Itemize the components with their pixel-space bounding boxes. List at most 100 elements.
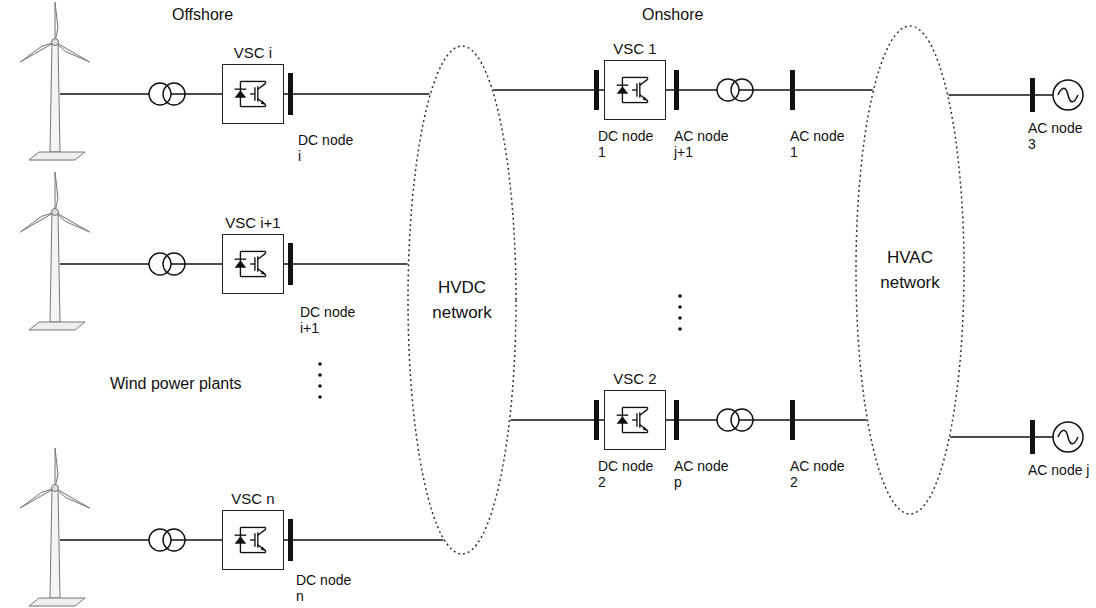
- transformer-symbol: [163, 83, 185, 105]
- symbol-stroke: [640, 79, 648, 85]
- turbine-hub: [52, 485, 59, 492]
- bus-bar: [674, 70, 679, 110]
- symbol-stroke: [617, 84, 629, 85]
- wire: [60, 539, 222, 541]
- turbine-base: [29, 322, 85, 330]
- network-ellipse: HVAC network: [855, 25, 965, 515]
- diode-symbol: [617, 86, 629, 94]
- transformer-symbol: [149, 529, 171, 551]
- symbol-stroke: [622, 77, 647, 78]
- transformer-symbol: [731, 409, 753, 431]
- symbol-stroke: [265, 81, 266, 83]
- region-label: Onshore: [642, 6, 762, 24]
- transformer-symbol: [163, 529, 185, 551]
- symbol-stroke: [240, 106, 265, 107]
- ellipse-outline: [856, 26, 964, 514]
- generator-symbol: [1058, 88, 1078, 102]
- wire: [950, 436, 1030, 438]
- turbine-blade: [20, 212, 55, 232]
- dc-line: [666, 89, 873, 91]
- region-label: Wind power plants: [110, 375, 270, 393]
- diode-symbol: [235, 260, 247, 268]
- turbine-blade: [55, 42, 90, 62]
- symbol-stroke: [265, 527, 266, 529]
- transformer-symbol: [717, 79, 739, 101]
- diode-symbol: [617, 416, 629, 424]
- ellipsis-dot: [318, 373, 322, 377]
- bus-bar: [594, 70, 599, 110]
- bus-label: AC node p: [674, 458, 734, 490]
- turbine-tower: [50, 42, 60, 152]
- converter-box: VSC n: [222, 510, 284, 570]
- ellipse-outline: [407, 45, 517, 555]
- dc-line: [511, 419, 604, 421]
- bus-bar: [1030, 78, 1035, 112]
- transformer-symbol: [717, 409, 739, 431]
- converter-label: VSC i+1: [203, 214, 303, 231]
- symbol-stroke: [640, 425, 648, 431]
- generator-symbol: [1053, 80, 1083, 110]
- converter-symbol: [223, 511, 283, 569]
- converter-label: VSC n: [203, 490, 303, 507]
- symbol-stroke: [265, 551, 266, 553]
- arrow-symbol: [643, 97, 648, 101]
- turbine-base: [29, 598, 85, 606]
- bus-label: AC node 3: [1028, 120, 1090, 152]
- wire: [1035, 94, 1053, 96]
- symbol-stroke: [235, 534, 247, 535]
- symbol-stroke: [258, 253, 266, 259]
- turbine-blade: [20, 42, 55, 62]
- symbol-stroke: [622, 407, 647, 408]
- wire: [1035, 436, 1053, 438]
- ellipse-outline: [408, 46, 516, 554]
- symbol-stroke: [632, 89, 637, 90]
- wire: [948, 94, 1030, 96]
- symbol-stroke: [265, 275, 266, 277]
- bus-label: DC node 1: [598, 128, 658, 160]
- turbine-blade: [55, 172, 58, 212]
- symbol-stroke: [240, 276, 265, 277]
- bus-bar: [288, 243, 293, 285]
- turbine-blade: [20, 488, 55, 508]
- bus-label: DC node n: [296, 572, 356, 604]
- symbol-stroke: [258, 83, 266, 89]
- bus-bar: [1030, 420, 1035, 454]
- symbol-stroke: [258, 529, 266, 535]
- converter-box: VSC 2: [604, 390, 666, 450]
- bus-label: AC node j+1: [674, 128, 734, 160]
- bus-label: DC node 2: [598, 458, 658, 490]
- ellipsis-dot: [678, 294, 682, 298]
- symbol-stroke: [235, 258, 247, 259]
- symbol-stroke: [235, 88, 247, 89]
- bus-label: AC node 1: [790, 128, 850, 160]
- symbol-stroke: [265, 251, 266, 253]
- ellipsis-dot: [318, 395, 322, 399]
- symbol-stroke: [250, 539, 255, 540]
- arrow-symbol: [261, 101, 266, 105]
- dc-line: [666, 419, 867, 421]
- symbol-stroke: [647, 101, 648, 103]
- dc-line: [493, 89, 604, 91]
- wire: [60, 93, 222, 95]
- turbine-blade: [55, 448, 58, 488]
- symbol-stroke: [240, 527, 265, 528]
- bus-bar: [288, 519, 293, 561]
- symbol-stroke: [640, 95, 648, 101]
- symbol-stroke: [622, 102, 647, 103]
- arrow-symbol: [261, 271, 266, 275]
- converter-label: VSC 2: [585, 370, 685, 387]
- converter-box: VSC i+1: [222, 234, 284, 294]
- symbol-stroke: [240, 251, 265, 252]
- turbine-blade: [55, 2, 58, 42]
- turbine-tower: [50, 488, 60, 598]
- symbol-stroke: [617, 414, 629, 415]
- converter-label: VSC 1: [585, 40, 685, 57]
- turbine-base: [29, 152, 85, 160]
- converter-label: VSC i: [203, 44, 303, 61]
- converter-symbol: [223, 235, 283, 293]
- symbol-stroke: [240, 552, 265, 553]
- bus-bar: [674, 400, 679, 440]
- bus-label: AC node 2: [790, 458, 850, 490]
- bus-bar: [790, 70, 795, 110]
